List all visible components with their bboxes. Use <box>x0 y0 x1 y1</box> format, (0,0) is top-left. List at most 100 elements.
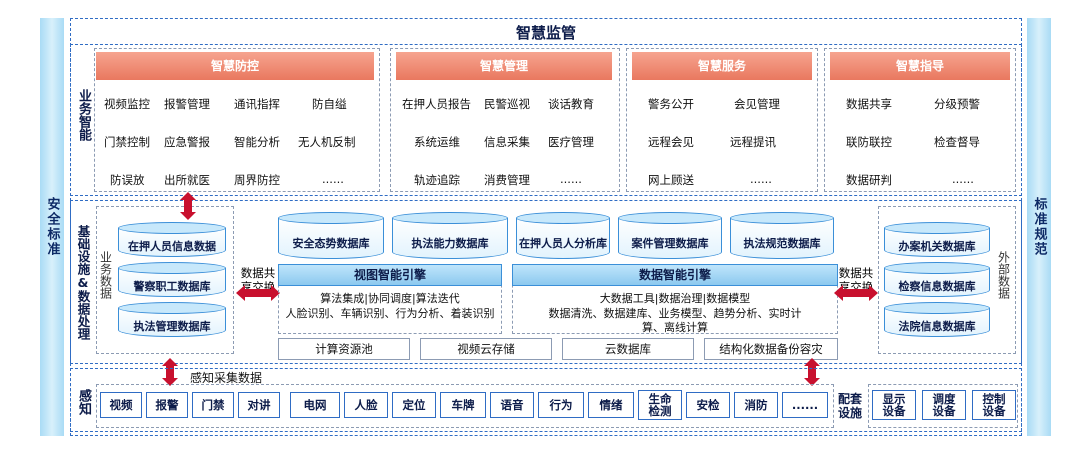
vertical-arrow-business-icon <box>180 192 196 220</box>
double-arrow-left-icon <box>236 285 280 301</box>
resource-video-cloud-storage: 视频云存储 <box>420 338 552 360</box>
db-security-situation: 安全态势数据库 <box>278 212 384 259</box>
biz-item: 轨迹追踪 <box>414 173 460 187</box>
group-box-3 <box>824 48 1016 192</box>
sense-video: 视频 <box>100 392 142 418</box>
db-label: 在押人员信息数据 <box>128 240 216 253</box>
biz-item: 在押人员报告 <box>402 97 471 111</box>
db-detainee-info: 在押人员信息数据 <box>118 222 226 257</box>
db-label: 检察信息数据库 <box>898 280 976 293</box>
group-header-smart-service: 智慧服务 <box>632 52 812 80</box>
biz-item: 检查督导 <box>934 135 980 149</box>
business-data-label: 业务数据 <box>98 251 113 299</box>
biz-item: 远程提讯 <box>730 135 776 149</box>
db-label: 执法规范数据库 <box>743 237 821 250</box>
vertical-arrow-perception-right-icon <box>804 358 820 386</box>
double-arrow-right-icon <box>834 285 878 301</box>
biz-item: 联防联控 <box>846 135 892 149</box>
group-header-smart-management: 智慧管理 <box>396 52 612 80</box>
sense-security-check: 安检 <box>686 392 730 418</box>
biz-item: 消费管理 <box>484 173 530 187</box>
db-label: 办案机关数据库 <box>898 240 976 253</box>
biz-item: 民警巡视 <box>484 97 530 111</box>
group-header-smart-prevention: 智慧防控 <box>96 52 374 80</box>
perception-section <box>70 368 1022 432</box>
sense-voice: 语音 <box>490 392 534 418</box>
biz-item: 应急警报 <box>164 135 210 149</box>
biz-item: 系统运维 <box>414 135 460 149</box>
support-control-device: 控制设备 <box>972 390 1016 420</box>
sense-intercom: 对讲 <box>238 392 280 418</box>
db-label: 在押人员人分析库 <box>519 237 607 250</box>
biz-item: 警务公开 <box>648 97 694 111</box>
external-data-box <box>878 206 1016 354</box>
biz-item: 门禁控制 <box>104 135 150 149</box>
biz-item: 报警管理 <box>164 97 210 111</box>
db-label: 警察职工数据库 <box>133 280 211 293</box>
sense-behavior: 行为 <box>538 392 584 418</box>
biz-item: 数据研判 <box>846 173 892 187</box>
db-enforcement-capability: 执法能力数据库 <box>392 212 508 259</box>
business-label: 业务智能 <box>76 89 91 141</box>
sense-alarm: 报警 <box>146 392 188 418</box>
db-law-enforcement-mgmt: 执法管理数据库 <box>118 302 226 337</box>
biz-item: 谈话教育 <box>548 97 594 111</box>
external-data-label: 外部数据 <box>996 251 1011 299</box>
biz-item: 周界防控 <box>234 173 280 187</box>
data-engine-line1: 大数据工具|数据治理|数据模型 <box>599 292 751 305</box>
biz-item: 智能分析 <box>234 135 280 149</box>
data-engine-header: 数据智能引擎 <box>512 264 838 286</box>
db-enforcement-standards: 执法规范数据库 <box>730 212 834 259</box>
view-engine-line2: 人脸识别、车辆识别、行为分析、着装识别 <box>285 307 495 320</box>
group-box-1 <box>390 48 620 192</box>
support-items-box <box>868 384 1018 428</box>
biz-item: 出所就医 <box>164 173 210 187</box>
perception-label: 感知 <box>76 389 91 415</box>
biz-item: 通讯指挥 <box>234 97 280 111</box>
sense-fire: 消防 <box>734 392 778 418</box>
biz-item: ...... <box>560 172 582 186</box>
biz-item: 信息采集 <box>484 135 530 149</box>
biz-item: 数据共享 <box>846 97 892 111</box>
perception-collect-label: 感知采集数据 <box>190 371 263 385</box>
db-procuratorate-info: 检察信息数据库 <box>884 262 990 297</box>
sense-face: 人脸 <box>344 392 388 418</box>
infra-label: 基础设施&数据处理 <box>75 224 91 340</box>
view-engine-line1: 算法集成|协同调度|算法迭代 <box>320 292 460 305</box>
group-box-0 <box>94 48 380 192</box>
db-case-agency: 办案机关数据库 <box>884 222 990 257</box>
biz-item: 视频监控 <box>104 97 150 111</box>
infra-section <box>70 200 1022 364</box>
biz-item: ...... <box>322 172 344 186</box>
support-label: 配套设施 <box>837 392 862 420</box>
sense-vital-detection: 生命检测 <box>638 390 682 420</box>
resource-structured-backup: 结构化数据备份容灾 <box>704 338 838 360</box>
data-engine-line2: 数据清洗、数据建库、业务模型、趋势分析、实时计算、离线计算 <box>548 307 802 334</box>
biz-item: ...... <box>952 172 974 186</box>
perception-items-box <box>96 384 834 428</box>
diagram-title: 智慧监管 <box>515 24 576 42</box>
db-label: 执法管理数据库 <box>133 320 211 333</box>
db-label: 执法能力数据库 <box>411 237 489 250</box>
biz-item: 网上顾送 <box>648 173 694 187</box>
support-display-device: 显示设备 <box>872 390 916 420</box>
group-header-smart-guidance: 智慧指导 <box>830 52 1010 80</box>
sense-location: 定位 <box>392 392 436 418</box>
db-label: 法院信息数据库 <box>898 320 976 333</box>
sense-license-plate: 车牌 <box>440 392 486 418</box>
db-police-staff: 警察职工数据库 <box>118 262 226 297</box>
db-case-management: 案件管理数据库 <box>618 212 722 259</box>
sense-access-control: 门禁 <box>192 392 234 418</box>
biz-item: 无人机反制 <box>298 135 356 149</box>
resource-compute-pool: 计算资源池 <box>278 338 410 360</box>
biz-item: 远程会见 <box>648 135 694 149</box>
db-label: 安全态势数据库 <box>292 237 370 250</box>
db-court-info: 法院信息数据库 <box>884 302 990 337</box>
biz-item: 医疗管理 <box>548 135 594 149</box>
view-engine-header: 视图智能引擎 <box>278 264 502 286</box>
business-section <box>70 44 1022 196</box>
business-data-box <box>96 206 234 354</box>
support-dispatch-device: 调度设备 <box>922 390 966 420</box>
biz-item: 防误放 <box>110 173 145 187</box>
group-box-2 <box>626 48 818 192</box>
